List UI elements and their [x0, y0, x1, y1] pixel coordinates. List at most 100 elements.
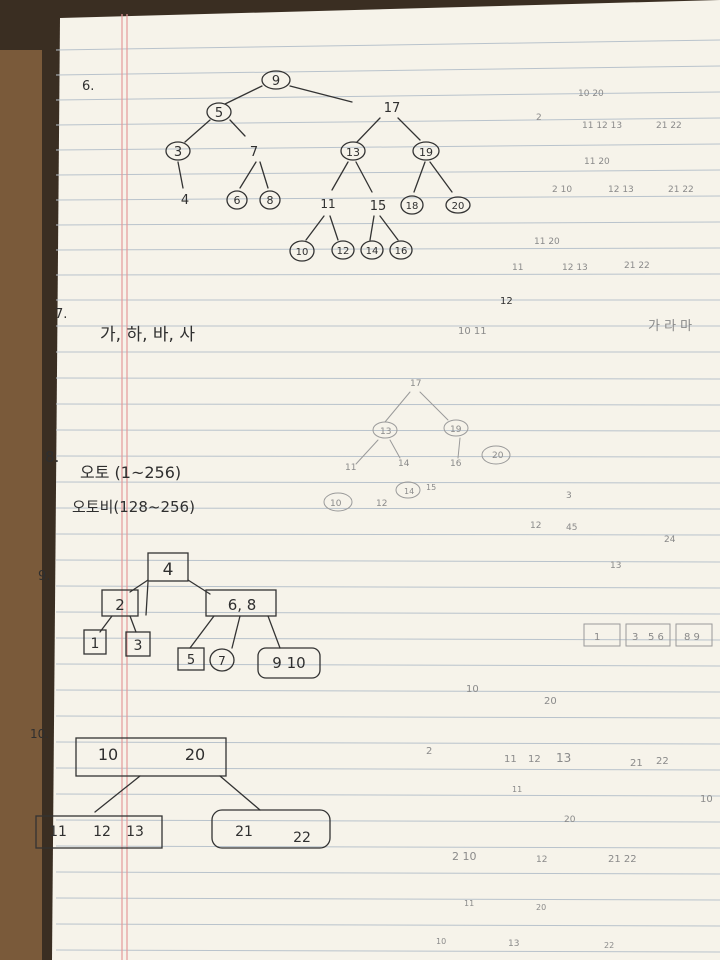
tree-node: 20 [452, 201, 465, 212]
q10-right-key: 21 [235, 824, 253, 840]
tree-node: 10 [296, 247, 309, 258]
tree-node: 12 [337, 246, 350, 257]
q7-answer: 가, 하, 바, 사 [100, 325, 195, 345]
q10-btree [35, 737, 331, 849]
q6-number: 6. [82, 79, 94, 94]
note: 20 [536, 903, 546, 912]
q6-tree-edges [177, 85, 453, 241]
note: 12 [500, 296, 513, 307]
tree-node: 14 [366, 246, 379, 257]
note: 14 [404, 487, 414, 496]
q9-btree [83, 552, 321, 679]
q10-left-key: 12 [93, 824, 111, 840]
tree-node: 15 [370, 199, 387, 214]
ruled-lines [55, 39, 720, 953]
note: 21 22 [656, 121, 682, 131]
note: 13 [380, 427, 391, 437]
note: 12 [530, 521, 541, 531]
note: 21 22 [668, 185, 694, 195]
margin-notes: 10 20 2 11 12 13 21 22 11 20 2 10 12 13 … [323, 89, 713, 950]
note: 10 [700, 794, 713, 805]
tree-node: 3 [174, 145, 182, 160]
q8-line2: 오토비(128~256) [72, 498, 195, 516]
note: 21 22 [624, 261, 650, 271]
note: 3 [566, 491, 572, 501]
note: 가 라 마 [648, 319, 692, 334]
note: 11 [512, 263, 523, 273]
note: 1 [594, 632, 600, 643]
q9-leaf: 7 [218, 654, 226, 668]
q9-left: 2 [115, 596, 125, 614]
q9-leaf: 5 [187, 653, 195, 668]
note: 13 [610, 561, 621, 571]
note: 11 20 [584, 157, 610, 167]
tree-node: 4 [181, 193, 189, 208]
note: 5 6 [648, 632, 664, 643]
note: 2 [536, 113, 542, 123]
tree-node: 7 [250, 145, 258, 160]
q9-number: 9. [38, 569, 50, 584]
q6-tree-nodes: 9 5 17 3 7 13 19 4 6 8 11 15 18 20 10 12… [165, 70, 471, 262]
note: 12 [536, 855, 547, 865]
faint-btree [583, 623, 713, 647]
note: 20 [564, 815, 576, 825]
tree-node: 17 [384, 101, 401, 116]
note: 12 13 [608, 185, 634, 195]
note: 2 10 [552, 185, 572, 195]
q9-leaf: 9 10 [272, 654, 305, 672]
q10-root-left: 10 [98, 745, 118, 764]
note: 12 13 [562, 263, 588, 273]
q10-number: 10. [30, 727, 49, 741]
note: 11 [464, 899, 474, 908]
note: 8 9 [684, 632, 700, 643]
note: 20 [544, 696, 557, 707]
note: 13 [556, 751, 571, 765]
note: 11 [504, 754, 517, 765]
tree-node: 16 [395, 246, 408, 257]
note: 16 [450, 459, 462, 469]
q8-line1: 오토 (1~256) [80, 463, 181, 482]
tree-node: 18 [406, 201, 419, 212]
note: 11 [512, 785, 522, 794]
note: 24 [664, 535, 676, 545]
note: 10 [330, 499, 342, 509]
note: 11 20 [534, 237, 560, 247]
tree-node: 19 [419, 146, 433, 159]
note: 10 [436, 937, 446, 946]
tree-node: 6 [234, 194, 241, 207]
note: 2 [426, 746, 432, 757]
tree-node: 8 [267, 194, 274, 207]
note: 14 [398, 459, 410, 469]
note: 12 [376, 499, 387, 509]
q7-number: 7. [55, 307, 67, 322]
q10-left-key: 13 [126, 824, 144, 840]
note: 45 [566, 523, 577, 533]
note: 11 [345, 463, 356, 473]
tree-node: 11 [320, 197, 335, 211]
note: 3 [632, 632, 638, 643]
q9-leaf: 3 [134, 638, 143, 654]
q9-leaf: 1 [91, 636, 100, 652]
q10-left-key: 11 [49, 824, 67, 840]
note: 22 [656, 756, 669, 767]
q8-number: 8. [45, 448, 59, 466]
paper-sheet [52, 0, 720, 960]
q10-root-right: 20 [185, 745, 205, 764]
q9-right: 6, 8 [228, 596, 257, 614]
note: 22 [604, 941, 614, 950]
note: 15 [426, 483, 436, 492]
tree-node: 9 [272, 74, 280, 89]
note: 20 [492, 451, 504, 461]
note: 10 20 [578, 89, 604, 99]
faint-tree [323, 391, 511, 512]
note: 11 12 13 [582, 121, 622, 131]
note: 2 10 [452, 850, 477, 863]
note: 10 [466, 684, 479, 695]
note: 19 [450, 425, 462, 435]
q10-right-key: 22 [293, 830, 311, 846]
note: 21 22 [608, 854, 637, 865]
note: 12 [528, 754, 541, 765]
tree-node: 13 [346, 146, 360, 159]
note: 10 11 [458, 326, 487, 337]
